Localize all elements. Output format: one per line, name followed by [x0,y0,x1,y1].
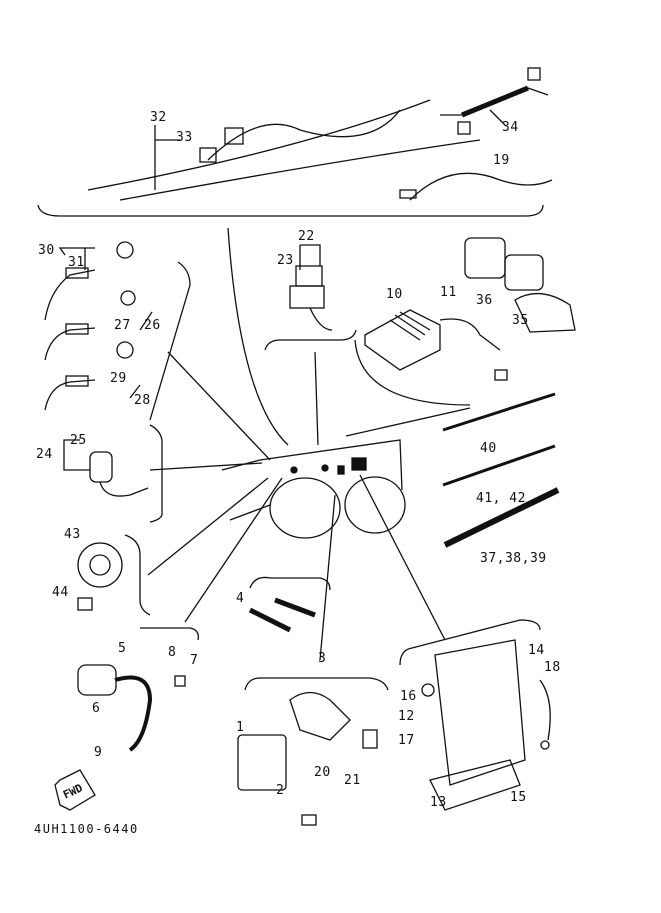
callout-21: 21 [344,773,361,788]
callout-12: 12 [398,709,415,724]
callout-41-42: 41, 42 [476,491,526,506]
callout-44: 44 [52,585,69,600]
callout-31: 31 [68,255,85,270]
callout-30: 30 [38,243,55,258]
callout-15: 15 [510,790,527,805]
callout-13: 13 [430,795,447,810]
callout-26: 26 [144,318,161,333]
harness-curve [87,99,431,191]
callout-8: 8 [168,645,177,660]
callout-20: 20 [314,765,331,780]
callout-9: 9 [94,745,103,760]
callout-19: 19 [493,153,510,168]
callout-7: 7 [190,653,199,668]
callout-43: 43 [64,527,81,542]
callout-27: 27 [114,318,131,333]
callout-6: 6 [92,701,101,716]
callout-22: 22 [298,229,315,244]
top-group-bracket [37,204,544,217]
callout-40: 40 [480,441,497,456]
callout-32: 32 [150,110,167,125]
callout-11: 11 [440,285,457,300]
callout-5: 5 [118,641,127,656]
callout-36: 36 [476,293,493,308]
callout-1: 1 [236,720,245,735]
callout-33: 33 [176,130,193,145]
callout-10: 10 [386,287,403,302]
callout-16: 16 [400,689,417,704]
callout-2: 2 [276,783,285,798]
callout-14: 14 [528,643,545,658]
callout-29: 29 [110,371,127,386]
callout-24: 24 [36,447,53,462]
part-33 [199,147,217,163]
callout-37-39: 37,38,39 [480,551,547,566]
callout-3: 3 [318,651,327,666]
callout-28: 28 [134,393,151,408]
callout-18: 18 [544,660,561,675]
callout-34: 34 [502,120,519,135]
drawing-code: 4UH1100-6440 [34,822,139,836]
callout-25: 25 [70,433,87,448]
callout-17: 17 [398,733,415,748]
callout-23: 23 [277,253,294,268]
callout-4: 4 [236,591,245,606]
callout-35: 35 [512,313,529,328]
